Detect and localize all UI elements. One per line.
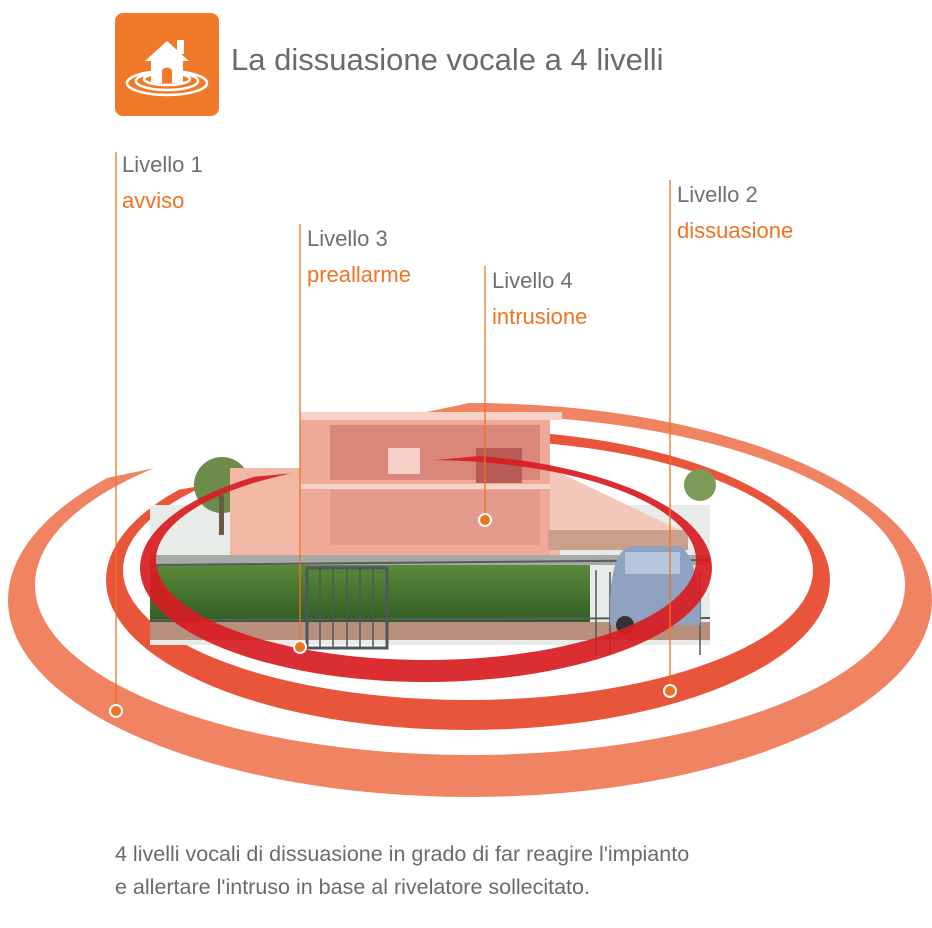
level-1-name: Livello 1 [122,152,203,177]
level-4-label: Livello 4 intrusione [492,263,587,335]
page-title: La dissuasione vocale a 4 livelli [231,42,664,77]
house-illustration [149,412,716,655]
level-1-label: Livello 1 avviso [122,147,203,219]
level-2-name: Livello 2 [677,182,758,207]
marker-level-2 [663,684,677,698]
caption-line-1: 4 livelli vocali di dissuasione in grado… [115,842,690,866]
marker-level-3 [293,640,307,654]
level-2-label: Livello 2 dissuasione [677,177,793,249]
level-4-description: intrusione [492,304,588,329]
level-3-label: Livello 3 preallarme [307,221,411,293]
level-2-description: dissuasione [677,218,794,243]
level-1-description: avviso [122,188,185,213]
level-4-name: Livello 4 [492,268,573,293]
marker-level-1 [109,704,123,718]
level-3-name: Livello 3 [307,226,388,251]
caption: 4 livelli vocali di dissuasione in grado… [115,838,689,904]
caption-line-2: e allertare l'intruso in base al rivelat… [115,875,590,899]
marker-level-4 [478,513,492,527]
house-waves-icon [115,13,219,116]
level-3-description: preallarme [307,262,411,287]
